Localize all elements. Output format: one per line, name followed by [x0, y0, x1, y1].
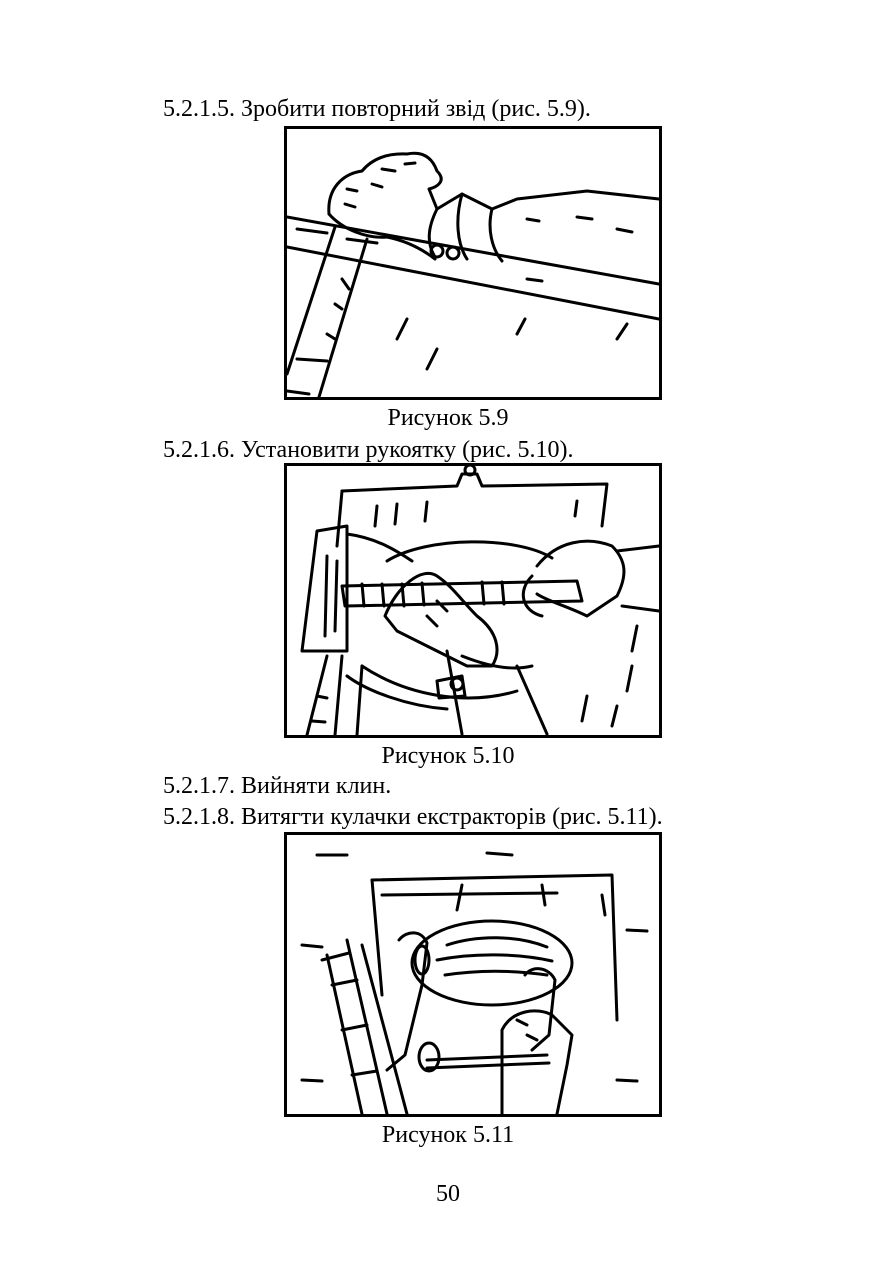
- step-text: 5.2.1.7. Вийняти клин.: [163, 773, 392, 799]
- figure-caption: Рисунок 5.11: [381, 1122, 515, 1148]
- page-number: 50: [436, 1181, 460, 1207]
- figure-5-9-illustration: [284, 126, 662, 400]
- figure-caption: Рисунок 5.10: [381, 743, 515, 769]
- figure-caption: Рисунок 5.9: [387, 405, 509, 431]
- step-text: 5.2.1.5. Зробити повторний звід (рис. 5.…: [163, 96, 591, 122]
- step-text: 5.2.1.8. Витягти кулачки екстракторів (р…: [163, 804, 663, 830]
- figure-5-10-illustration: [284, 463, 662, 738]
- step-text: 5.2.1.6. Установити рукоятку (рис. 5.10)…: [163, 437, 574, 463]
- figure-5-11-illustration: [284, 832, 662, 1117]
